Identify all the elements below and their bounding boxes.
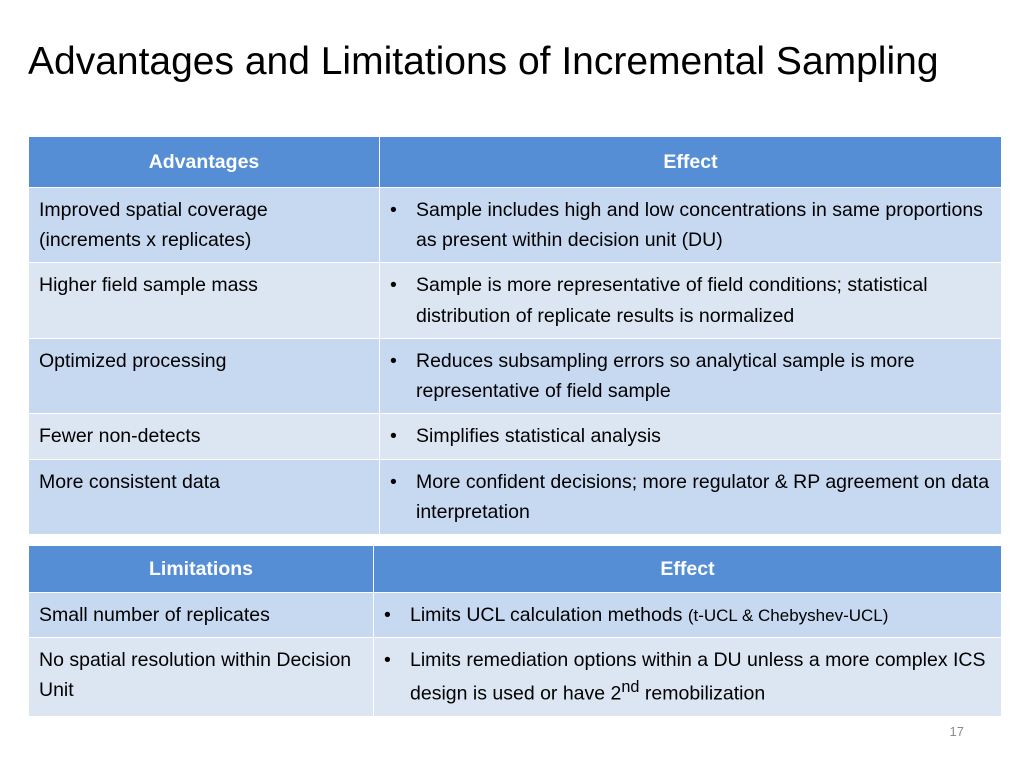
effect-cell: • Limits UCL calculation methods (t-UCL &… xyxy=(373,591,1002,639)
advantage-cell: Improved spatial coverage (increments x … xyxy=(28,186,380,264)
effect-text: Reduces subsampling errors so analytical… xyxy=(416,349,915,403)
table-header-row: Advantages Effect xyxy=(28,136,1002,188)
advantage-cell: Optimized processing xyxy=(28,337,380,415)
effect-main-text: Limits remediation options within a DU u… xyxy=(410,649,986,705)
table-row: Optimized processing • Reduces subsamplin… xyxy=(28,337,1002,415)
bullet-icon: • xyxy=(390,425,397,448)
bullet-icon: • xyxy=(390,349,397,372)
table-row: No spatial resolution within Decision Un… xyxy=(28,637,1002,718)
table-row: Improved spatial coverage (increments x … xyxy=(28,186,1002,264)
limitation-cell: No spatial resolution within Decision Un… xyxy=(28,637,374,718)
header-limitations: Limitations xyxy=(28,545,374,593)
header-advantages: Advantages xyxy=(28,136,380,188)
limitations-table: Limitations Effect Small number of repli… xyxy=(28,545,1002,718)
effect-text: More confident decisions; more regulator… xyxy=(416,470,990,523)
table-row: Fewer non-detects • Simplifies statistica… xyxy=(28,413,1002,460)
effect-text: Limits UCL calculation methods (t-UCL & … xyxy=(410,600,991,630)
bullet-icon: • xyxy=(390,470,397,493)
page-number: 17 xyxy=(949,724,964,739)
table-row: Small number of replicates • Limits UCL c… xyxy=(28,591,1002,639)
table-row: More consistent data • More confident dec… xyxy=(28,458,1002,535)
effect-cell: • Limits remediation options within a DU … xyxy=(373,637,1002,718)
header-effect: Effect xyxy=(373,545,1002,593)
bullet-icon: • xyxy=(390,199,397,221)
bullet-icon: • xyxy=(384,604,391,626)
advantage-cell: More consistent data xyxy=(28,458,380,535)
effect-small-text: (t-UCL & Chebyshev-UCL) xyxy=(687,606,889,625)
effect-text: Simplifies statistical analysis xyxy=(416,425,661,448)
bullet-icon: • xyxy=(390,274,397,297)
slide-title: Advantages and Limitations of Incrementa… xyxy=(28,40,939,83)
effect-text: Sample includes high and low concentrati… xyxy=(416,199,983,252)
effect-cell: • Simplifies statistical analysis xyxy=(379,413,1002,460)
limitation-cell: Small number of replicates xyxy=(28,591,374,639)
advantage-cell: Fewer non-detects xyxy=(28,413,380,460)
effect-cell: • Sample is more representative of field … xyxy=(379,262,1002,339)
effect-tail-text: remobilization xyxy=(639,682,766,705)
table-header-row: Limitations Effect xyxy=(28,545,1002,593)
advantages-table: Advantages Effect Improved spatial cover… xyxy=(28,136,1002,535)
effect-cell: • Sample includes high and low concentrat… xyxy=(379,186,1002,264)
effect-text: Sample is more representative of field c… xyxy=(416,274,928,327)
advantage-cell: Higher field sample mass xyxy=(28,262,380,339)
effect-cell: • Reduces subsampling errors so analytica… xyxy=(379,337,1002,415)
effect-cell: • More confident decisions; more regulato… xyxy=(379,458,1002,535)
effect-main-text: Limits UCL calculation methods xyxy=(410,604,683,626)
effect-text: Limits remediation options within a DU u… xyxy=(410,645,991,709)
effect-superscript: nd xyxy=(621,678,640,697)
header-effect: Effect xyxy=(379,136,1002,188)
table-row: Higher field sample mass • Sample is more… xyxy=(28,262,1002,339)
bullet-icon: • xyxy=(384,649,391,672)
